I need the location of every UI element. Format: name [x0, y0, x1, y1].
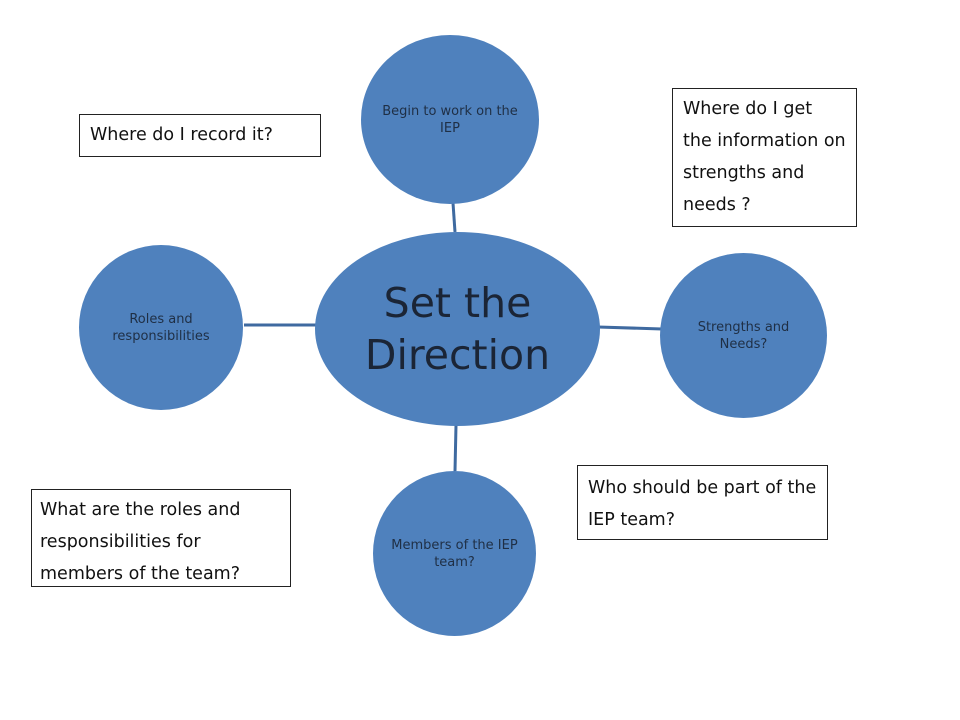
- node-roles-responsibilities-label: Roles and responsibilities: [112, 311, 210, 344]
- note-team: Who should be part of the IEP team?: [577, 465, 828, 540]
- note-record: Where do I record it?: [79, 114, 321, 157]
- connector-right: [597, 325, 663, 331]
- node-begin-iep-label: Begin to work on the IEP: [382, 103, 518, 136]
- center-node[interactable]: Set the Direction: [315, 232, 600, 426]
- node-iep-team-members-label: Members of the IEP team?: [391, 537, 518, 570]
- node-roles-responsibilities[interactable]: Roles and responsibilities: [79, 245, 243, 410]
- center-label: Set the Direction: [364, 279, 551, 379]
- connector-top: [451, 202, 457, 233]
- note-information: Where do I get the information on streng…: [672, 88, 857, 227]
- node-strengths-needs-label: Strengths and Needs?: [697, 319, 790, 352]
- node-strengths-needs[interactable]: Strengths and Needs?: [660, 253, 827, 418]
- node-iep-team-members[interactable]: Members of the IEP team?: [373, 471, 536, 636]
- note-roles: What are the roles and responsibilities …: [31, 489, 291, 587]
- node-begin-iep[interactable]: Begin to work on the IEP: [361, 35, 539, 204]
- connector-bottom: [453, 424, 458, 472]
